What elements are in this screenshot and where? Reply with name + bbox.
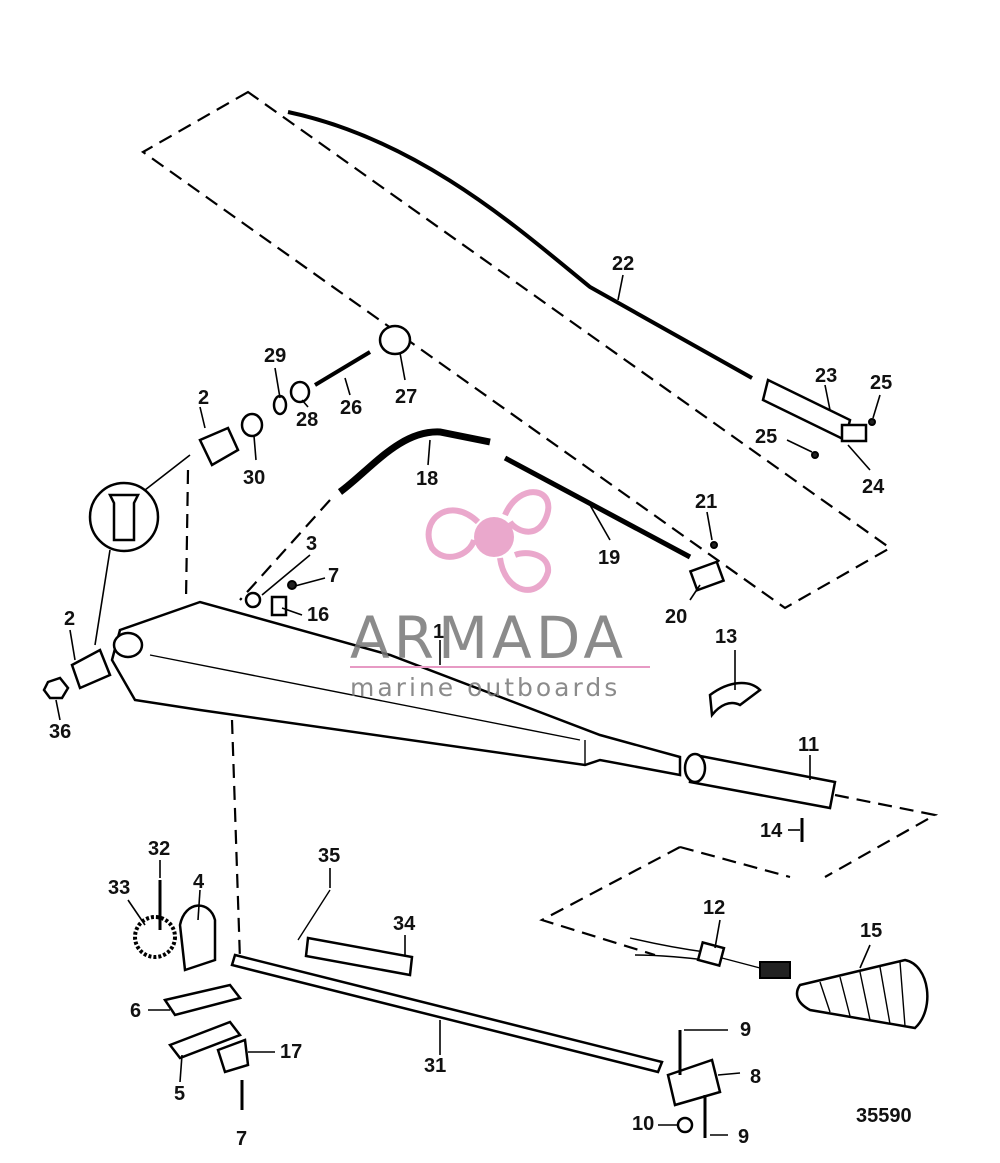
throttle-cable-group-outline — [140, 90, 893, 610]
callout-25-lower: 25 — [755, 426, 777, 448]
callout-5: 5 — [174, 1083, 185, 1105]
stop-switch-12 — [629, 937, 791, 979]
callout-2-lower: 2 — [64, 608, 75, 630]
callout-17: 17 — [280, 1041, 302, 1063]
watermark-subtitle: marine outboards — [350, 673, 620, 702]
cotter-pin-35 — [297, 889, 331, 941]
kill-switch-group-outline — [539, 845, 791, 957]
callout-3: 3 — [306, 533, 317, 555]
pin-21 — [710, 541, 718, 549]
clip-16 — [270, 595, 288, 617]
callout-33: 33 — [108, 877, 130, 899]
callout-9-lower: 9 — [738, 1126, 749, 1148]
nut-36 — [42, 676, 70, 700]
bushing-detail-inset — [88, 454, 191, 646]
callout-19: 19 — [598, 547, 620, 569]
callout-34: 34 — [393, 913, 416, 935]
washer-29 — [272, 394, 288, 416]
bushing-2-upper — [198, 426, 240, 467]
callout-15: 15 — [860, 920, 882, 942]
plate-6 — [162, 983, 243, 1017]
rod-19 — [503, 455, 692, 560]
bushing-27 — [378, 324, 412, 356]
callout-22: 22 — [612, 253, 634, 275]
tiller-arm-edge — [149, 654, 586, 765]
flex-cable-18 — [337, 428, 491, 495]
callout-18: 18 — [416, 468, 438, 490]
callout-7-upper: 7 — [328, 565, 339, 587]
callout-4: 4 — [193, 871, 205, 893]
nut-30 — [240, 412, 264, 438]
callout-32: 32 — [148, 838, 170, 860]
callout-13: 13 — [715, 626, 737, 648]
callout-21: 21 — [695, 491, 717, 513]
washer-28 — [289, 380, 311, 404]
callout-12: 12 — [703, 897, 725, 919]
callout-24: 24 — [862, 476, 885, 498]
callout-29: 29 — [264, 345, 286, 367]
callout-36: 36 — [49, 721, 71, 743]
callout-11: 11 — [798, 734, 819, 756]
callout-31: 31 — [424, 1055, 446, 1077]
callout-20: 20 — [665, 606, 687, 628]
watermark-title: ARMADA — [350, 604, 627, 672]
throttle-tube-end — [683, 752, 707, 784]
callout-16: 16 — [307, 604, 329, 626]
screw-7-upper — [287, 580, 297, 590]
leader-lines — [55, 274, 881, 1136]
screw-3 — [244, 591, 262, 609]
gear-33 — [133, 915, 177, 959]
callout-2-upper: 2 — [198, 387, 209, 409]
callout-10: 10 — [632, 1113, 654, 1135]
callout-28: 28 — [296, 409, 318, 431]
callout-27: 27 — [395, 386, 417, 408]
screw-25-lower — [811, 451, 819, 459]
handle-grip-15 — [795, 958, 929, 1030]
callout-6: 6 — [130, 1000, 141, 1022]
callout-30: 30 — [243, 467, 265, 489]
callout-35: 35 — [318, 845, 340, 867]
throttle-cable-22 — [287, 110, 753, 380]
drawing-number: 35590 — [856, 1105, 912, 1127]
decal-34 — [304, 936, 414, 977]
shim-13 — [708, 681, 762, 719]
callout-8: 8 — [750, 1066, 761, 1088]
shaft-31 — [230, 953, 664, 1074]
throttle-tube-11 — [688, 753, 837, 810]
callout-1: 1 — [433, 621, 444, 643]
bolt-26 — [313, 350, 372, 387]
handle-grip-group-outline — [824, 793, 939, 878]
plate-5 — [167, 1020, 243, 1060]
tiller-arm-pivot-hole — [112, 631, 144, 659]
connector-end-24 — [840, 423, 868, 443]
armada-propeller-logo — [425, 489, 552, 593]
cam-4 — [178, 904, 217, 972]
callout-9-upper: 9 — [740, 1019, 751, 1041]
wing-nut-10 — [676, 1116, 694, 1134]
bushing-2-lower — [70, 648, 112, 690]
screw-25-upper — [868, 418, 876, 426]
callout-14: 14 — [760, 820, 783, 842]
callout-25-upper: 25 — [870, 372, 892, 394]
callout-26: 26 — [340, 397, 362, 419]
callout-23: 23 — [815, 365, 837, 387]
callout-7-lower: 7 — [236, 1128, 247, 1150]
clip-17 — [216, 1038, 250, 1074]
fitting-20 — [688, 560, 726, 592]
bracket-dash-line — [184, 469, 331, 961]
bracket-8 — [666, 1058, 722, 1107]
